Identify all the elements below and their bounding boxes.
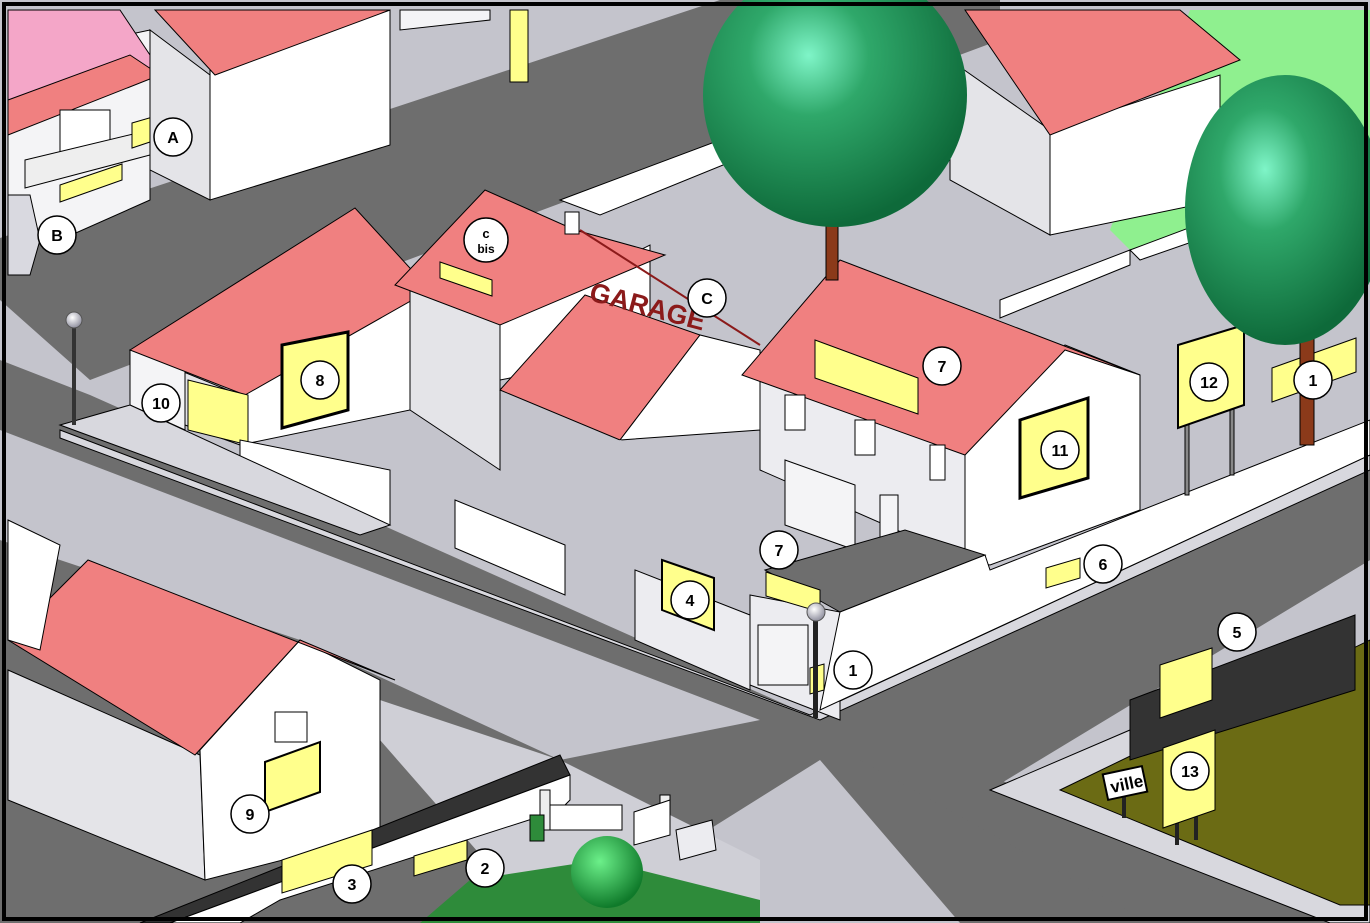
marker-B-label: B <box>51 228 63 245</box>
marker-8-label: 8 <box>316 373 325 390</box>
bottom-house-window <box>275 712 307 742</box>
billboard-12-post-r <box>1230 400 1234 475</box>
marker-B: B <box>38 216 76 254</box>
chimney <box>565 212 579 234</box>
marker-C: C <box>688 279 726 317</box>
marker-10: 10 <box>142 384 180 422</box>
marker-13: 13 <box>1171 752 1209 790</box>
marker-3: 3 <box>333 865 371 903</box>
marker-1-right: 1 <box>1294 361 1332 399</box>
marker-4: 4 <box>671 581 709 619</box>
marker-6-label: 6 <box>1099 557 1108 574</box>
top-yellow-post <box>510 10 528 82</box>
lamp-corner <box>807 603 825 621</box>
marker-9-label: 9 <box>246 807 255 824</box>
marker-c-bis-line1: c <box>482 226 489 241</box>
marker-A: A <box>154 118 192 156</box>
marker-1-right-label: 1 <box>1309 373 1318 390</box>
lamp-corner-pole <box>813 618 818 718</box>
marker-5: 5 <box>1218 613 1256 651</box>
annex-door <box>758 625 808 685</box>
window-1 <box>785 395 805 430</box>
marker-c-bis: c bis <box>464 218 508 262</box>
marker-1-corner: 1 <box>834 651 872 689</box>
marker-c-bis-line2: bis <box>477 242 495 256</box>
marker-C-label: C <box>701 291 713 308</box>
marker-1-corner-label: 1 <box>849 663 858 680</box>
marker-12: 12 <box>1190 363 1228 401</box>
marker-6: 6 <box>1084 545 1122 583</box>
marker-2-label: 2 <box>481 861 490 878</box>
marker-10-label: 10 <box>152 396 170 413</box>
marker-11-label: 11 <box>1052 443 1069 460</box>
lamp-left-pole <box>72 325 76 425</box>
marker-9: 9 <box>231 795 269 833</box>
marker-7-wall: 7 <box>760 531 798 569</box>
marker-7-roof-label: 7 <box>938 359 947 376</box>
marker-7-roof: 7 <box>923 347 961 385</box>
gate-panel <box>550 805 622 830</box>
marker-13-label: 13 <box>1181 764 1199 781</box>
window-3 <box>930 445 945 480</box>
marker-A-label: A <box>167 130 179 147</box>
marker-11: 11 <box>1041 431 1079 469</box>
lamp-left <box>66 312 82 328</box>
marker-3-label: 3 <box>348 877 357 894</box>
marker-7-wall-label: 7 <box>775 543 784 560</box>
marker-4-label: 4 <box>686 593 695 610</box>
bush <box>571 836 643 908</box>
trash-bin <box>530 815 544 841</box>
billboard-12-post-l <box>1185 420 1189 495</box>
marker-12-label: 12 <box>1200 375 1218 392</box>
window-2 <box>855 420 875 455</box>
marker-5-label: 5 <box>1233 625 1242 642</box>
marker-2: 2 <box>466 849 504 887</box>
marker-8: 8 <box>301 361 339 399</box>
